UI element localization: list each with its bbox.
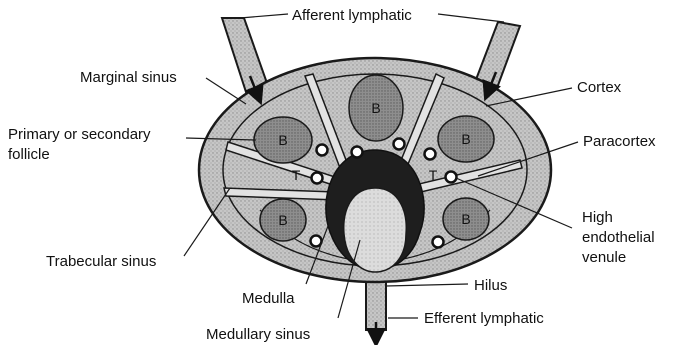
label-paracortex: Paracortex — [583, 133, 656, 150]
b-label: B — [461, 131, 470, 147]
label-medulla: Medulla — [242, 290, 295, 307]
label-efferent-lymphatic: Efferent lymphatic — [424, 310, 544, 327]
label-high-endothelial-line3: venule — [582, 249, 626, 266]
label-afferent-lymphatic: Afferent lymphatic — [292, 7, 412, 24]
label-medullary-sinus: Medullary sinus — [206, 326, 310, 343]
label-marginal-sinus: Marginal sinus — [80, 69, 177, 86]
label-primary-follicle-line1: Primary or secondary — [8, 126, 151, 143]
b-label: B — [278, 132, 287, 148]
label-hilus: Hilus — [474, 277, 507, 294]
label-cortex: Cortex — [577, 79, 622, 96]
t-label: T — [292, 167, 301, 183]
label-trabecular-sinus: Trabecular sinus — [46, 253, 156, 270]
label-high-endothelial-line2: endothelial — [582, 229, 655, 246]
medullary-sinus — [344, 188, 406, 272]
b-label: B — [278, 212, 287, 228]
label-high-endothelial-line1: High — [582, 209, 613, 226]
b-label: B — [461, 211, 470, 227]
t-label: T — [429, 167, 438, 183]
b-label: B — [371, 100, 380, 116]
label-primary-follicle-line2: follicle — [8, 146, 50, 163]
afferent-lymphatic-vessel-left — [222, 18, 268, 92]
